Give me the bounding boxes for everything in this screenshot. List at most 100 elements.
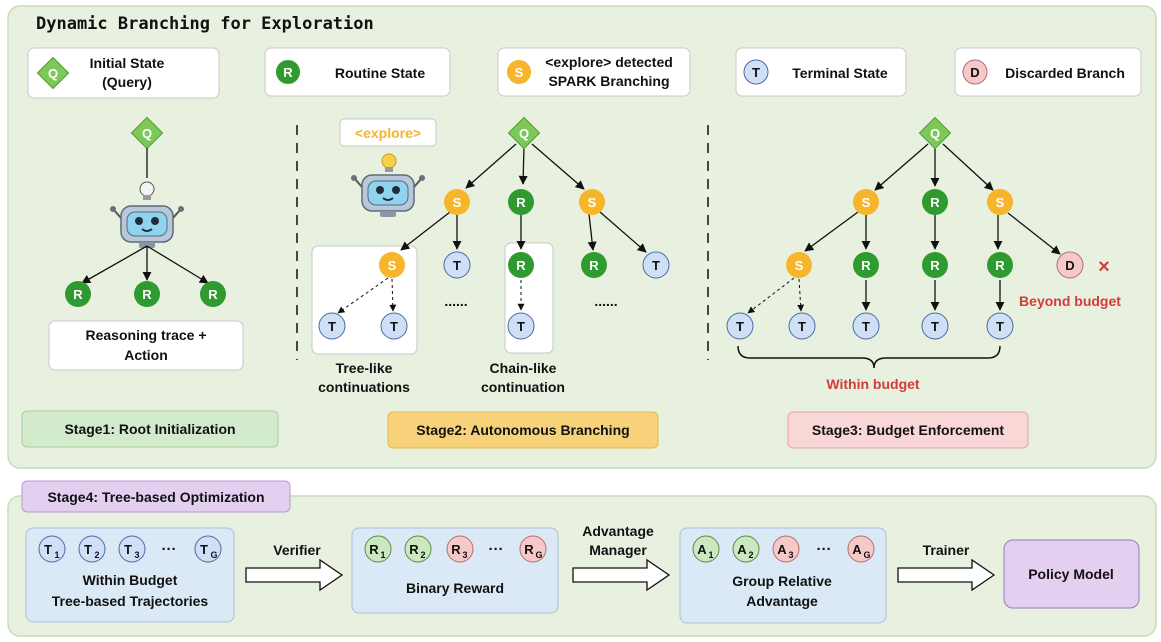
svg-text:3: 3: [134, 550, 139, 560]
svg-text:S: S: [996, 195, 1005, 210]
svg-text:R: R: [516, 258, 526, 273]
trajectories-box: T 1 T 2 T 3 ··· T G Within Budget Tree-b…: [25, 527, 235, 623]
svg-text:3: 3: [788, 550, 793, 560]
legend-spark-branching: S <explore> detected SPARK Branching: [497, 47, 691, 97]
stage1-label: Stage1: Root Initialization: [21, 410, 279, 448]
legend-s-icon: S: [515, 65, 524, 80]
svg-text:Terminal State: Terminal State: [792, 65, 888, 81]
svg-text:Binary Reward: Binary Reward: [406, 580, 504, 596]
tree-like-label: Tree-like: [336, 360, 393, 376]
stage2-robot: [350, 153, 426, 218]
stage2-label: Stage2: Autonomous Branching: [387, 411, 659, 449]
svg-text:Tree-based Trajectories: Tree-based Trajectories: [52, 593, 209, 609]
svg-text:R: R: [930, 195, 940, 210]
stage1-tree: Q R R R: [65, 116, 226, 307]
svg-text:......: ......: [444, 293, 467, 309]
svg-text:T: T: [453, 258, 461, 273]
svg-text:1: 1: [54, 550, 59, 560]
svg-text:T: T: [390, 319, 398, 334]
legend-routine-state: R Routine State: [264, 47, 451, 97]
svg-text:Stage1: Root Initialization: Stage1: Root Initialization: [64, 421, 235, 437]
svg-text:S: S: [795, 258, 804, 273]
stage3-tree: Q S R S S R R R D × T T T T T: [726, 116, 1110, 369]
svg-text:S: S: [453, 195, 462, 210]
stage2-tree: Q S R S S T R R T T T T ...... ......: [318, 116, 670, 340]
svg-text:Policy Model: Policy Model: [1028, 566, 1114, 582]
svg-text:D: D: [1065, 258, 1074, 273]
stage4-label: Stage4: Tree-based Optimization: [21, 480, 291, 513]
stage1-child-node: R: [142, 287, 152, 302]
svg-text:Q: Q: [930, 126, 940, 141]
svg-text:G: G: [863, 550, 870, 560]
legend-t-icon: T: [752, 65, 760, 80]
binary-reward-box: R 1 R 2 R 3 ··· R G Binary Reward: [351, 527, 559, 614]
svg-text:<explore> detected: <explore> detected: [545, 54, 673, 70]
svg-text:S: S: [862, 195, 871, 210]
svg-text:(Query): (Query): [102, 74, 152, 90]
tree-like-label-2: continuations: [318, 379, 410, 395]
svg-text:2: 2: [748, 550, 753, 560]
legend-d-icon: D: [970, 65, 979, 80]
svg-text:Routine State: Routine State: [335, 65, 425, 81]
reasoning-trace-box: Reasoning trace + Action: [48, 320, 244, 371]
beyond-budget-label: Beyond budget: [1019, 293, 1121, 309]
legend-terminal-state: T Terminal State: [735, 47, 907, 97]
svg-text:R: R: [589, 258, 599, 273]
svg-text:S: S: [388, 258, 397, 273]
svg-text:1: 1: [380, 550, 385, 560]
svg-text:R: R: [861, 258, 871, 273]
chain-like-label: Chain-like: [490, 360, 557, 376]
svg-text:1: 1: [708, 550, 713, 560]
svg-text:Within Budget: Within Budget: [83, 572, 178, 588]
svg-text:T: T: [996, 319, 1004, 334]
svg-text:A: A: [737, 542, 747, 557]
svg-text:R: R: [451, 542, 461, 557]
svg-text:<explore>: <explore>: [355, 125, 421, 141]
policy-model-box: Policy Model: [1003, 539, 1140, 609]
svg-text:S: S: [588, 195, 597, 210]
svg-text:R: R: [516, 195, 526, 210]
stage1-child-node: R: [73, 287, 83, 302]
svg-text:SPARK Branching: SPARK Branching: [548, 73, 669, 89]
stage1-root-node: Q: [142, 126, 152, 141]
legend-q-icon: Q: [48, 66, 58, 81]
svg-text:R: R: [369, 542, 379, 557]
svg-text:Manager: Manager: [589, 542, 647, 558]
within-budget-label: Within budget: [826, 376, 920, 392]
svg-text:2: 2: [94, 550, 99, 560]
svg-text:T: T: [862, 319, 870, 334]
svg-text:Action: Action: [124, 347, 168, 363]
legend-discarded-branch: D Discarded Branch: [954, 47, 1142, 97]
svg-text:Advantage: Advantage: [582, 523, 654, 539]
svg-text:T: T: [44, 542, 52, 557]
main-title: Dynamic Branching for Exploration: [36, 14, 374, 34]
discard-cross-icon: ×: [1098, 256, 1110, 278]
svg-text:···: ···: [817, 541, 832, 558]
svg-text:Trainer: Trainer: [923, 542, 970, 558]
svg-text:T: T: [84, 542, 92, 557]
svg-text:···: ···: [489, 541, 504, 558]
svg-text:T: T: [652, 258, 660, 273]
svg-text:A: A: [697, 542, 707, 557]
svg-text:G: G: [210, 550, 217, 560]
svg-text:T: T: [328, 319, 336, 334]
svg-text:T: T: [736, 319, 744, 334]
svg-text:Verifier: Verifier: [273, 542, 321, 558]
exploration-panel: [7, 5, 1157, 469]
svg-text:···: ···: [162, 541, 177, 558]
svg-text:T: T: [798, 319, 806, 334]
svg-text:Initial State: Initial State: [90, 55, 165, 71]
stage1-child-node: R: [208, 287, 218, 302]
svg-text:3: 3: [462, 550, 467, 560]
legend-initial-state: Q Initial State (Query): [27, 47, 220, 99]
svg-text:Stage4: Tree-based Optimizatio: Stage4: Tree-based Optimization: [47, 489, 264, 505]
svg-text:Stage2: Autonomous Branching: Stage2: Autonomous Branching: [416, 422, 629, 438]
svg-text:G: G: [535, 550, 542, 560]
svg-text:R: R: [995, 258, 1005, 273]
svg-text:T: T: [931, 319, 939, 334]
svg-text:Reasoning trace +: Reasoning trace +: [86, 327, 207, 343]
svg-text:2: 2: [420, 550, 425, 560]
trainer-arrow: Trainer: [897, 542, 996, 592]
svg-text:Stage3: Budget Enforcement: Stage3: Budget Enforcement: [812, 422, 1004, 438]
